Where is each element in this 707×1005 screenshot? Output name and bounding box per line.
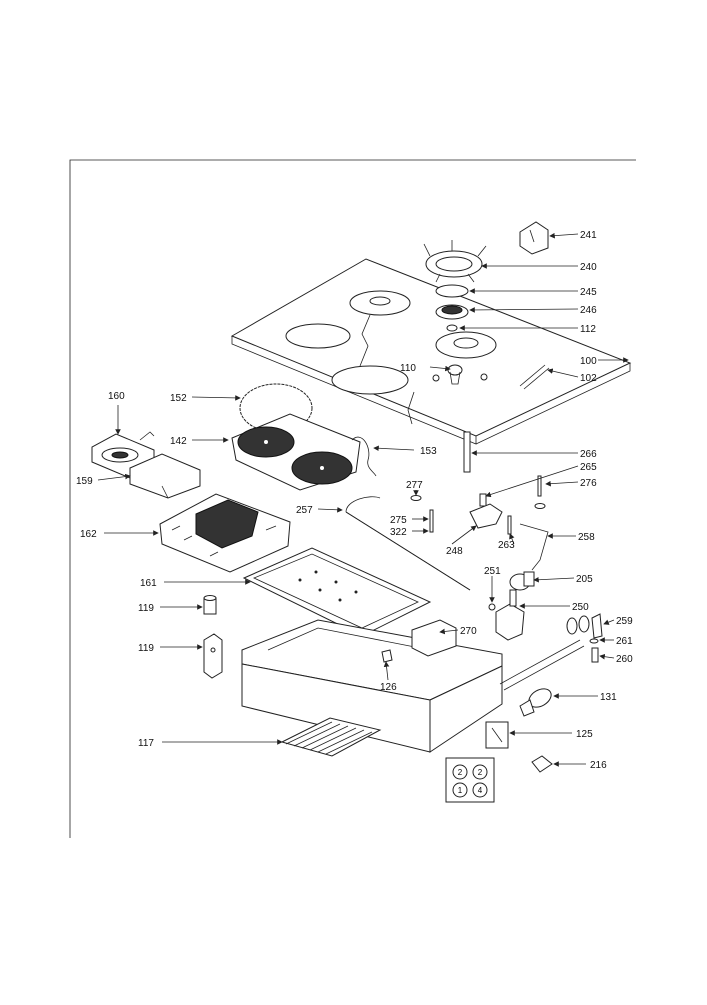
callout-216: 216 xyxy=(590,760,607,771)
knob-legend-1: 2 xyxy=(458,768,463,777)
knob-legend: 2 2 1 4 xyxy=(445,757,495,803)
hob-top-glass xyxy=(230,258,632,445)
control-knob xyxy=(447,364,463,385)
callout-245: 245 xyxy=(580,287,597,298)
callout-265: 265 xyxy=(580,462,597,473)
callout-246: 246 xyxy=(580,305,597,316)
pan-support xyxy=(423,240,487,283)
callout-260: 260 xyxy=(616,654,633,665)
injector-holder xyxy=(469,503,503,529)
screw-275 xyxy=(429,509,434,533)
callout-100: 100 xyxy=(580,356,597,367)
callout-159: 159 xyxy=(76,476,93,487)
gas-pipe-258 xyxy=(519,523,549,571)
callout-257: 257 xyxy=(296,505,313,516)
control-board xyxy=(280,717,382,757)
sensor-wire xyxy=(351,436,377,477)
induction-coil-assembly xyxy=(231,413,361,491)
callout-259: 259 xyxy=(616,616,633,627)
support-tray xyxy=(242,547,432,637)
callout-160: 160 xyxy=(108,391,125,402)
gas-ramp xyxy=(499,639,585,691)
burner-ring xyxy=(446,324,458,332)
burner-crown xyxy=(435,304,469,320)
callout-161: 161 xyxy=(140,578,157,589)
thermocouple xyxy=(463,431,471,473)
callout-119b: 119 xyxy=(138,643,154,654)
elbow-fitting xyxy=(566,613,603,639)
pin-263 xyxy=(507,515,512,535)
callout-240: 240 xyxy=(580,262,597,273)
callout-276: 276 xyxy=(580,478,597,489)
fan-cover xyxy=(129,453,201,499)
cable-clip xyxy=(381,649,393,663)
callout-251: 251 xyxy=(484,566,501,577)
callout-142: 142 xyxy=(170,436,187,447)
spacer-bushing xyxy=(203,595,217,615)
burner-clip xyxy=(519,221,549,255)
callout-261: 261 xyxy=(616,636,633,647)
gasket-261 xyxy=(589,638,599,644)
leader-lines xyxy=(97,232,629,767)
knob-legend-4: 4 xyxy=(478,786,483,795)
hose-nozzle-260 xyxy=(591,647,599,663)
callout-152: 152 xyxy=(170,393,187,404)
gas-valve xyxy=(509,571,535,591)
callout-270: 270 xyxy=(460,626,477,637)
callout-125: 125 xyxy=(576,729,593,740)
clip-216 xyxy=(531,755,553,773)
callout-266: 266 xyxy=(580,449,597,460)
callout-102: 102 xyxy=(580,373,597,384)
callout-112: 112 xyxy=(580,324,596,335)
side-trim xyxy=(519,364,550,390)
callout-258: 258 xyxy=(578,532,595,543)
callout-117: 117 xyxy=(138,738,154,749)
callout-248: 248 xyxy=(446,546,463,557)
callout-241: 241 xyxy=(580,230,597,241)
gas-connector xyxy=(519,688,552,717)
power-board xyxy=(159,493,291,573)
callout-119a: 119 xyxy=(138,603,154,614)
washer-277 xyxy=(410,495,422,501)
callout-263: 263 xyxy=(498,540,515,551)
burner-cap xyxy=(435,284,469,298)
callout-153: 153 xyxy=(420,446,437,457)
knob-legend-2: 2 xyxy=(478,768,483,777)
callout-126: 126 xyxy=(380,682,397,693)
callout-322: 322 xyxy=(390,527,407,538)
mounting-bracket xyxy=(203,633,223,679)
bottom-casing xyxy=(241,619,503,753)
callout-250: 250 xyxy=(572,602,589,613)
bracket-125 xyxy=(485,721,509,749)
callout-131: 131 xyxy=(600,692,617,703)
callout-labels: 241 240 245 246 112 100 110 102 160 152 … xyxy=(76,230,633,771)
screw-276 xyxy=(534,475,546,509)
gas-tap xyxy=(495,589,525,641)
callout-162: 162 xyxy=(80,529,97,540)
callout-277: 277 xyxy=(406,480,423,491)
diagram-border xyxy=(69,159,636,838)
callout-110: 110 xyxy=(400,363,416,374)
callout-205: 205 xyxy=(576,574,593,585)
knob-legend-3: 1 xyxy=(458,786,463,795)
seal-251 xyxy=(488,603,496,611)
callout-275: 275 xyxy=(390,515,407,526)
ignition-electrode xyxy=(479,493,487,507)
